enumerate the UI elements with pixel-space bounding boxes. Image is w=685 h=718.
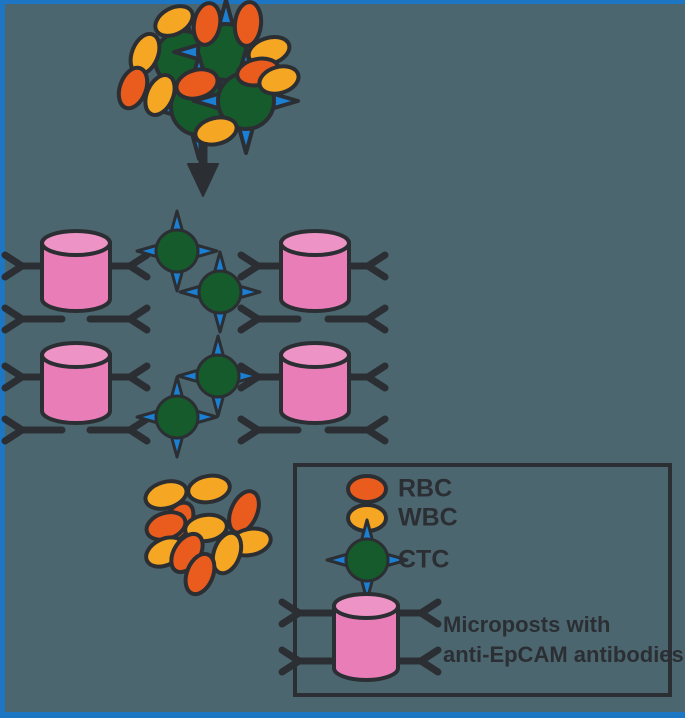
legend-label-ctc: CTC <box>398 546 449 574</box>
legend-item-wbc: WBC <box>346 503 458 533</box>
micropost-row-2 <box>5 334 385 459</box>
rbc-cell <box>191 1 223 47</box>
micropost-row1-left <box>5 229 147 330</box>
legend-item-rbc: RBC <box>346 474 452 504</box>
figure-border-left <box>0 0 5 718</box>
wbc-cell <box>193 115 239 147</box>
legend-label-rbc: RBC <box>398 475 452 503</box>
legend-label-wbc: WBC <box>398 504 458 532</box>
flow-direction-arrow <box>187 142 219 197</box>
micropost-row2-left <box>5 341 147 441</box>
micropost-row-1 <box>5 209 385 334</box>
rbc-cell <box>174 67 220 101</box>
micropost-top-ellipse <box>332 592 400 620</box>
blood-cell-cluster-input <box>116 0 301 161</box>
wbc-cell <box>153 4 195 38</box>
wbc-cell <box>143 479 189 511</box>
legend-label-micropost-line2: anti-EpCAM antibodies <box>443 642 684 667</box>
micropost-row1-right <box>241 229 385 330</box>
legend-item-ctc: CTC <box>325 518 449 602</box>
wbc-cell <box>143 73 177 117</box>
legend-label-micropost-line1: Microposts with <box>443 612 610 637</box>
wbc-cell <box>257 64 301 96</box>
wbc-cell <box>186 473 232 505</box>
rbc-cell <box>232 0 264 48</box>
rbc-cell <box>183 551 217 597</box>
legend-box: RBC WBC CTC Microposts with an <box>282 463 684 697</box>
micropost-row2-right <box>241 341 385 441</box>
blood-cell-cluster-output <box>143 473 273 597</box>
figure-border-top <box>0 0 685 4</box>
figure-border-bottom <box>0 712 685 718</box>
wbc-cell <box>210 530 244 576</box>
legend-item-micropost: Microposts with anti-EpCAM antibodies <box>282 592 684 682</box>
micropost-cylinder-icon <box>332 604 400 682</box>
rbc-ellipse-icon <box>346 474 388 504</box>
